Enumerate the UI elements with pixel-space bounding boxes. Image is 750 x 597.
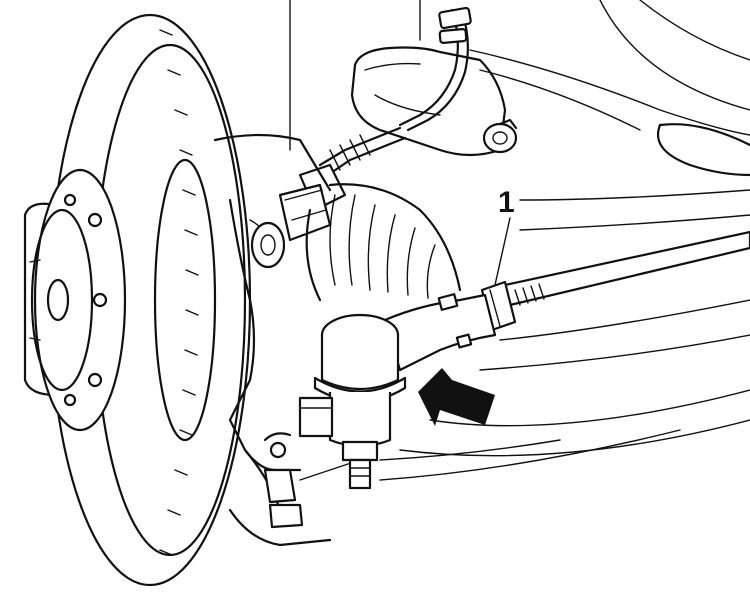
- tie-rod: [503, 230, 750, 307]
- arrow-icon: [418, 368, 495, 426]
- subframe-outline: [289, 0, 750, 481]
- arrow-indicator: [418, 368, 495, 426]
- tie-rod-end-ball-joint: [298, 313, 407, 490]
- driveshaft-boot: [305, 183, 462, 302]
- brake-hose: [398, 6, 472, 132]
- control-arm: [263, 432, 561, 461]
- callout-1: 1: [494, 186, 515, 286]
- wheel-hub: [23, 168, 127, 432]
- callout-label-1: 1: [498, 186, 515, 219]
- tie-rod-end: [383, 293, 497, 372]
- caliper-housing: [350, 46, 518, 157]
- callout-leader-line: [494, 217, 511, 286]
- steering-knuckle: [213, 133, 361, 547]
